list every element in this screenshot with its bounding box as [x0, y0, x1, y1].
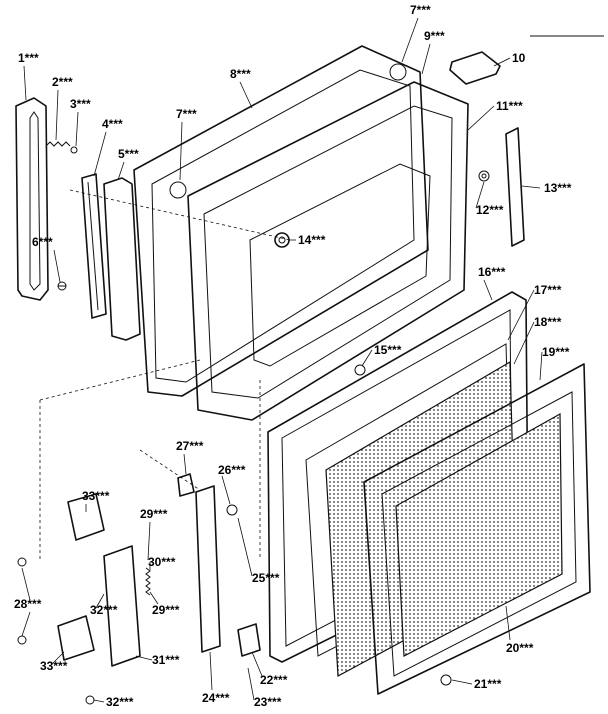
outer-door-panel	[133, 45, 429, 397]
label-part-16: 16***	[478, 265, 506, 279]
label-part-18: 18***	[534, 315, 562, 329]
label-part-32b: 32***	[106, 695, 134, 709]
door-handle	[15, 97, 49, 301]
label-part-28: 28***	[14, 597, 42, 611]
hinge-pin	[226, 504, 238, 516]
latch-knob	[274, 232, 290, 248]
hinge-screw-lower	[17, 635, 27, 645]
handle-spring	[45, 141, 78, 154]
label-part-24: 24***	[202, 691, 230, 705]
label-part-26: 26***	[218, 463, 246, 477]
hinge-screw-upper	[17, 557, 27, 567]
label-part-7b: 7***	[176, 107, 197, 121]
assembly-leaders	[39, 189, 291, 560]
label-part-25: 25***	[252, 571, 280, 585]
label-part-32a: 32***	[90, 603, 118, 617]
hinge-base	[237, 623, 261, 657]
label-part-27: 27***	[176, 439, 204, 453]
label-part-15: 15***	[374, 343, 402, 357]
grommet	[478, 170, 490, 182]
handle-bracket	[103, 177, 141, 341]
label-part-11: 11***	[496, 99, 523, 113]
label-part-33b: 33***	[40, 659, 68, 673]
label-part-12: 12***	[476, 203, 504, 217]
label-part-5: 5***	[118, 147, 139, 161]
label-part-8: 8***	[230, 67, 251, 81]
label-part-13: 13***	[544, 181, 572, 195]
label-part-29b: 29***	[152, 603, 180, 617]
door-liner-frame	[187, 81, 469, 421]
label-part-30: 30***	[148, 555, 176, 569]
frame-screw	[440, 674, 452, 686]
label-part-1: 1***	[18, 51, 39, 65]
hinge-spring	[145, 567, 151, 596]
label-part-23: 23***	[254, 695, 282, 709]
hinge-screw-bottom	[85, 695, 95, 705]
label-leaders	[21, 17, 543, 703]
hinge-catch-upper	[67, 493, 105, 541]
label-part-20: 20***	[506, 641, 534, 655]
label-part-6: 6***	[32, 235, 53, 249]
label-part-21: 21***	[474, 677, 502, 691]
hinge-assembly	[17, 473, 261, 705]
handle-screw	[57, 281, 67, 291]
side-strip	[505, 127, 525, 247]
hinge-arm	[195, 485, 221, 653]
label-part-19: 19***	[542, 345, 570, 359]
hinge-catch-lower	[57, 615, 95, 661]
label-part-2: 2***	[52, 75, 73, 89]
label-part-3: 3***	[70, 97, 91, 111]
window-frame	[363, 363, 591, 695]
hinge-plate	[103, 545, 141, 667]
label-part-7a: 7***	[410, 3, 431, 17]
label-part-14: 14***	[298, 233, 326, 247]
hinge-clip	[177, 473, 195, 497]
label-part-17: 17***	[534, 283, 562, 297]
label-part-31: 31***	[152, 653, 180, 667]
label-part-10: 10	[512, 51, 526, 65]
label-part-4: 4***	[102, 117, 123, 131]
liner-screw	[354, 364, 366, 376]
hinge-bracket-top	[449, 51, 501, 85]
handle-trim-strip	[81, 173, 107, 319]
part-labels: 1*** 2*** 3*** 4*** 5*** 6*** 7*** 7*** …	[14, 3, 572, 709]
label-part-22: 22***	[260, 673, 288, 687]
label-part-29a: 29***	[140, 507, 168, 521]
label-part-33a: 33***	[82, 489, 110, 503]
label-part-9: 9***	[424, 29, 445, 43]
